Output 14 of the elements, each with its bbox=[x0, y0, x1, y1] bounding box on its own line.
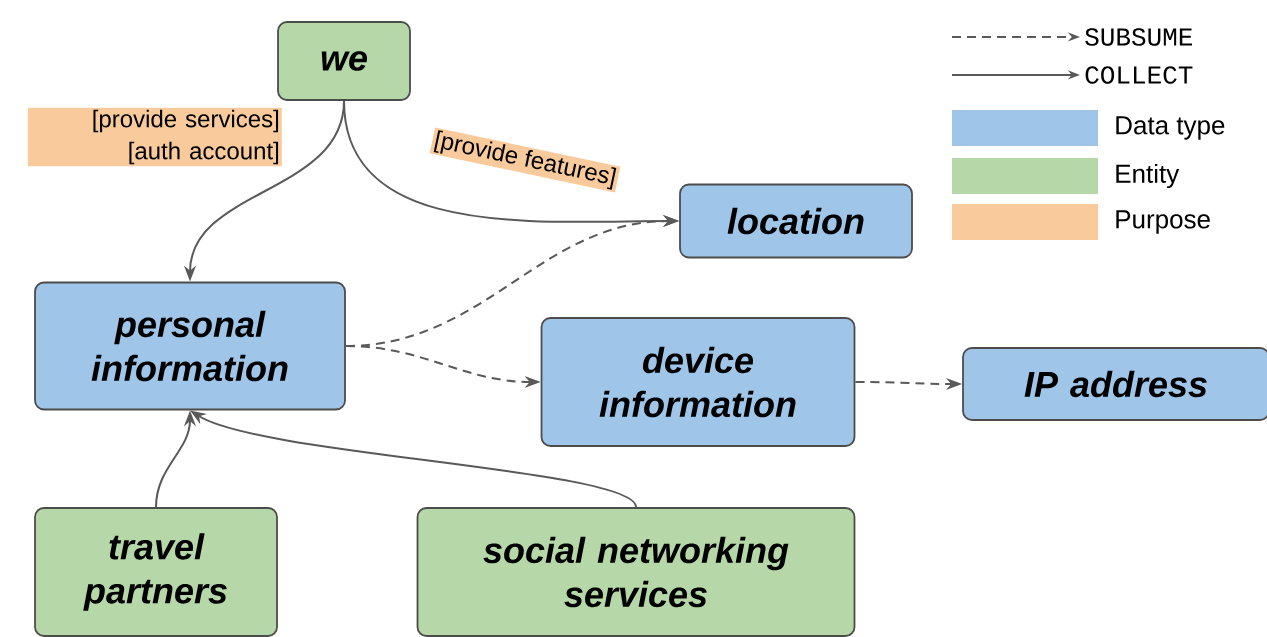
entity-box: social networking services bbox=[416, 507, 856, 637]
data-type-box: personal information bbox=[34, 281, 346, 411]
data-type-box: device information bbox=[540, 317, 856, 447]
legend-label: Purpose bbox=[1116, 210, 1210, 234]
edge-label: [provide services] [auth account] bbox=[27, 107, 282, 167]
data-type-box: IP address bbox=[962, 347, 1267, 421]
legend-label: Entity bbox=[1116, 163, 1180, 189]
legend-label: Data type bbox=[1116, 116, 1225, 140]
edge-label: [provide features] bbox=[429, 127, 621, 193]
data-type-box: location bbox=[679, 183, 913, 259]
legend-label: COLLECT bbox=[1085, 66, 1193, 84]
legend-label: SUBSUME bbox=[1085, 28, 1193, 46]
entity-box: we bbox=[277, 21, 411, 101]
entity-box: travel partners bbox=[34, 507, 278, 637]
